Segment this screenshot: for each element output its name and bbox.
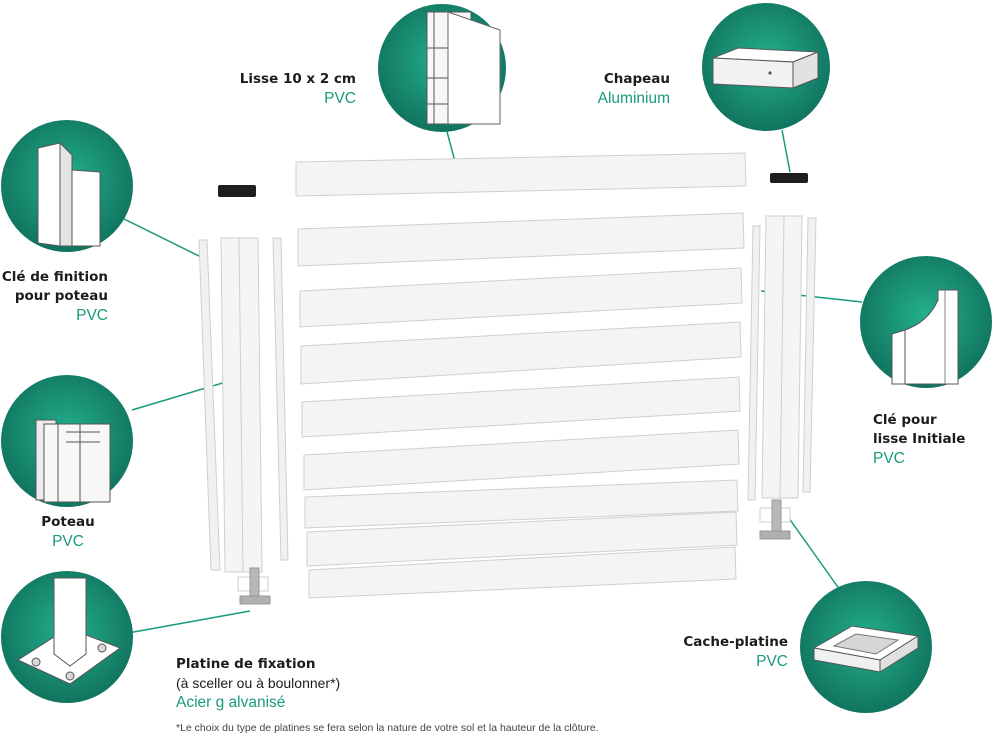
label-cache-platine-material: PVC	[756, 653, 788, 670]
board-6	[304, 479, 739, 529]
board-3	[300, 321, 742, 385]
label-cle-lisse-name-2: lisse Initiale	[873, 431, 966, 447]
board-top	[295, 152, 747, 197]
detail-lisse	[378, 4, 506, 132]
label-poteau: Poteau PVC	[20, 513, 116, 551]
label-lisse-name: Lisse 10 x 2 cm	[239, 71, 356, 87]
left-cap	[218, 185, 256, 197]
detail-cle-finition	[1, 120, 133, 252]
board-8	[308, 546, 737, 599]
footnote: *Le choix du type de platines se fera se…	[176, 722, 599, 734]
label-platine-note: (à sceller ou à boulonner*)	[176, 675, 341, 691]
label-lisse-material: PVC	[324, 90, 356, 107]
label-poteau-name: Poteau	[41, 514, 95, 530]
leader-cache-platine	[785, 513, 841, 591]
label-cache-platine-name: Cache-platine	[683, 634, 788, 650]
fence-boards	[295, 152, 747, 599]
label-cle-finition-name-2: pour poteau	[14, 288, 108, 304]
board-1	[297, 212, 745, 267]
board-5	[303, 429, 740, 491]
left-post-group	[198, 185, 289, 605]
board-2	[299, 267, 743, 328]
label-chapeau-material: Aluminium	[597, 90, 670, 107]
label-poteau-material: PVC	[52, 533, 84, 550]
label-platine-name: Platine de fixation	[176, 656, 316, 672]
left-finishing-key	[198, 239, 221, 571]
detail-cache-platine	[800, 581, 932, 713]
right-post-group	[747, 173, 817, 540]
left-initial-key	[272, 237, 289, 561]
leader-chapeau	[781, 129, 791, 173]
detail-poteau	[1, 375, 133, 507]
label-cle-finition-name-1: Clé de finition	[1, 269, 108, 285]
right-initial-key	[747, 225, 761, 501]
label-cle-finition: Clé de finition pour poteau PVC	[0, 268, 108, 325]
detail-platine	[1, 571, 133, 703]
detail-chapeau	[702, 3, 830, 131]
label-chapeau: Chapeau Aluminium	[560, 70, 670, 108]
label-lisse: Lisse 10 x 2 cm PVC	[220, 70, 356, 108]
label-cache-platine: Cache-platine PVC	[660, 633, 788, 671]
right-cap	[770, 173, 808, 183]
label-cle-lisse: Clé pour lisse Initiale PVC	[873, 411, 993, 468]
right-platine	[759, 530, 791, 540]
board-7	[306, 511, 738, 567]
label-cle-lisse-name-1: Clé pour	[873, 412, 937, 428]
right-finishing-key	[802, 217, 817, 493]
left-platine	[239, 595, 271, 605]
detail-cle-lisse	[860, 256, 992, 388]
label-cle-lisse-material: PVC	[873, 450, 905, 467]
label-chapeau-name: Chapeau	[603, 71, 670, 87]
board-4	[301, 376, 741, 438]
label-platine-material: Acier g alvanisé	[176, 694, 286, 711]
leader-platine	[127, 610, 251, 634]
label-platine: Platine de fixation (à sceller ou à boul…	[176, 655, 396, 712]
label-cle-finition-material: PVC	[76, 307, 108, 324]
leader-cle-finition	[121, 217, 204, 259]
